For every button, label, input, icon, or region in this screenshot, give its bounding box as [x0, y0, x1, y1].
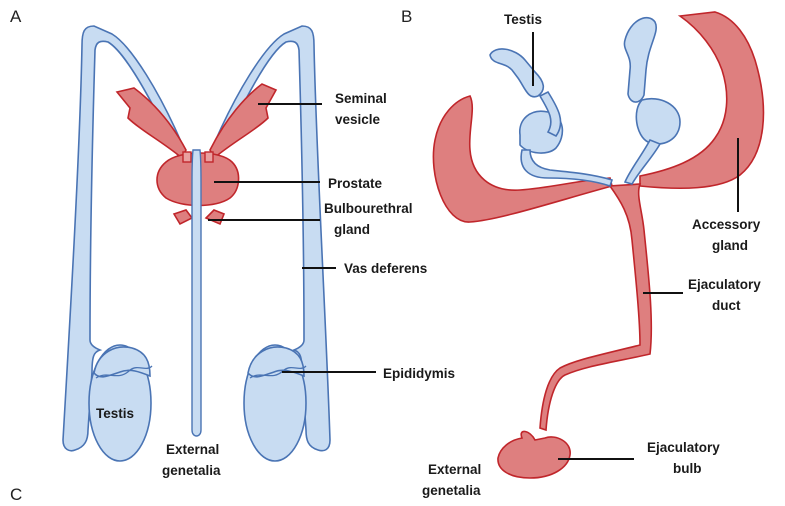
- label-bulb-line2: bulb: [673, 461, 702, 476]
- label-bulbourethral-line2: gland: [334, 222, 370, 237]
- ejaculatory-bulb: [498, 431, 570, 478]
- label-seminal-line2: vesicle: [335, 112, 381, 127]
- left-vas-deferens-b: [490, 49, 543, 97]
- label-accessory-line1: Accessory: [692, 217, 761, 232]
- label-bulbourethral-line1: Bulbourethral: [324, 201, 413, 216]
- right-vas-deferens-b: [624, 18, 656, 102]
- ejaculatory-duct: [540, 184, 651, 430]
- label-testis-b: Testis: [504, 12, 542, 27]
- label-epididymis: Epididymis: [383, 366, 455, 381]
- left-ejaculatory-duct-stub: [183, 152, 191, 162]
- panel-c-letter: C: [10, 485, 22, 504]
- label-seminal-line1: Seminal: [335, 91, 387, 106]
- label-duct-line1: Ejaculatory: [688, 277, 761, 292]
- left-bulbourethral-gland: [174, 210, 192, 224]
- right-ejaculatory-duct-stub: [205, 152, 213, 162]
- label-prostate: Prostate: [328, 176, 383, 191]
- label-external-a-line2: genetalia: [162, 463, 221, 478]
- label-vas-deferens: Vas deferens: [344, 261, 427, 276]
- label-external-b-line1: External: [428, 462, 481, 477]
- right-bulbourethral-gland: [206, 210, 224, 224]
- panel-a-letter: A: [10, 7, 22, 26]
- urethra: [192, 150, 201, 436]
- label-external-b-line2: genetalia: [422, 483, 481, 498]
- label-testis-a: Testis: [96, 406, 134, 421]
- label-bulb-line1: Ejaculatory: [647, 440, 720, 455]
- left-testis-duct-b: [521, 150, 612, 186]
- label-accessory-line2: gland: [712, 238, 748, 253]
- label-duct-line2: duct: [712, 298, 741, 313]
- panel-a: Seminal vesicle Prostate Bulbourethral g…: [63, 26, 455, 478]
- label-external-a-line1: External: [166, 442, 219, 457]
- panel-b-letter: B: [401, 7, 412, 26]
- panel-b: Testis Accessory gland Ejaculatory duct …: [422, 12, 763, 498]
- right-testis-b: [636, 99, 680, 144]
